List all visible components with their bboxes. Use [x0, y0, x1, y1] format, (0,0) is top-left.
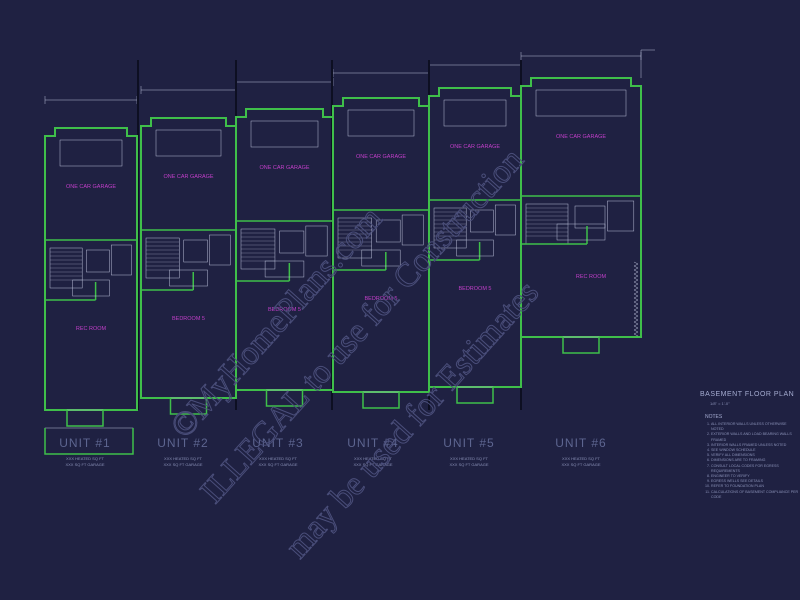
bath-outline [209, 234, 231, 266]
plan-scale: 1/8" = 1'-0" [710, 401, 730, 406]
porch-wall [44, 428, 134, 455]
unit-3-label: UNIT #3 [252, 436, 304, 450]
mechanical-room [375, 219, 401, 243]
room-label-garage: ONE CAR GARAGE [66, 184, 116, 190]
room-label-garage: ONE CAR GARAGE [450, 144, 500, 150]
garage-door-outline [155, 129, 222, 157]
egress-well [362, 391, 400, 409]
closet-outline [169, 269, 208, 287]
mechanical-room [183, 239, 208, 263]
note-item: SEE WINDOW SCHEDULE [711, 448, 799, 453]
egress-well-wall [456, 387, 494, 404]
note-item: INTERIOR WALLS FRAMED UNLESS NOTED [711, 443, 799, 448]
unit-2-label: UNIT #2 [157, 436, 209, 450]
unit-exterior-wall [520, 77, 642, 338]
egress-well [456, 386, 494, 404]
room-label-lower: REC ROOM [76, 326, 107, 332]
egress-well [66, 409, 104, 427]
garage-door-outline [535, 89, 627, 117]
unit-5-label: UNIT #5 [443, 436, 495, 450]
mechanical-room [279, 230, 305, 254]
room-label-lower: REC ROOM [576, 274, 607, 280]
bath-outline [401, 214, 424, 246]
unit-exterior-wall [428, 87, 522, 388]
room-label-lower: BEDROOM 5 [364, 296, 397, 302]
egress-well [170, 397, 207, 415]
note-item: ALL INTERIOR WALLS UNLESS OTHERWISE NOTE… [711, 422, 799, 432]
mechanical-room [470, 209, 494, 233]
plan-title: BASEMENT FLOOR PLAN [700, 391, 795, 398]
garage-door-outline [443, 99, 507, 127]
note-item: EGRESS WELLS SEE DETAILS [711, 479, 799, 484]
note-item: DIMENSIONS ARE TO FRAMING [711, 458, 799, 463]
closet-outline [456, 239, 494, 257]
egress-well [266, 389, 303, 407]
note-item: VERIFY ALL DIMENSIONS [711, 453, 799, 458]
note-item: CONSULT LOCAL CODES FOR EGRESS REQUIREME… [711, 464, 799, 474]
mechanical-room [574, 205, 606, 229]
room-label-lower: BEDROOM 5 [268, 307, 301, 313]
unit-exterior-wall [44, 127, 138, 411]
bath-outline [607, 200, 635, 232]
garage-door-outline [347, 109, 415, 137]
bath-outline [305, 225, 328, 257]
unit-1-label: UNIT #1 [59, 436, 111, 450]
garage-door-outline [59, 139, 123, 167]
note-item: CALCULATIONS OF BASEMENT COMPLIANCE PER … [711, 490, 799, 500]
insulation-hatch [633, 261, 639, 337]
unit-4-label: UNIT #4 [347, 436, 399, 450]
note-item: REFER TO FOUNDATION PLAN [711, 484, 799, 489]
egress-well-wall [169, 398, 208, 415]
closet-outline [361, 249, 401, 267]
garage-door-outline [250, 120, 319, 148]
mechanical-room [86, 249, 110, 273]
closet-outline [264, 260, 305, 278]
note-item: ENGINEER TO VERIFY [711, 474, 799, 479]
room-label-garage: ONE CAR GARAGE [259, 165, 309, 171]
note-item: EXTERIOR WALLS AND LOAD BEARING WALLS FR… [711, 432, 799, 442]
closet-outline [72, 279, 110, 297]
notes-list: ALL INTERIOR WALLS UNLESS OTHERWISE NOTE… [705, 422, 799, 500]
closet-outline [556, 223, 606, 241]
room-label-garage: ONE CAR GARAGE [356, 154, 406, 160]
bath-outline [110, 244, 132, 276]
unit-exterior-wall [235, 108, 334, 391]
room-label-garage: ONE CAR GARAGE [556, 134, 606, 140]
egress-well-wall [562, 337, 600, 354]
room-label-lower: BEDROOM 5 [458, 286, 491, 292]
unit-6-label: UNIT #6 [555, 436, 607, 450]
egress-well-wall [362, 392, 400, 409]
egress-well-wall [265, 390, 304, 407]
room-label-lower: BEDROOM 5 [172, 316, 205, 322]
room-label-garage: ONE CAR GARAGE [163, 174, 213, 180]
egress-well-wall [66, 410, 104, 427]
notes-heading: NOTES [705, 414, 723, 420]
bath-outline [494, 204, 516, 236]
egress-well [562, 336, 600, 354]
